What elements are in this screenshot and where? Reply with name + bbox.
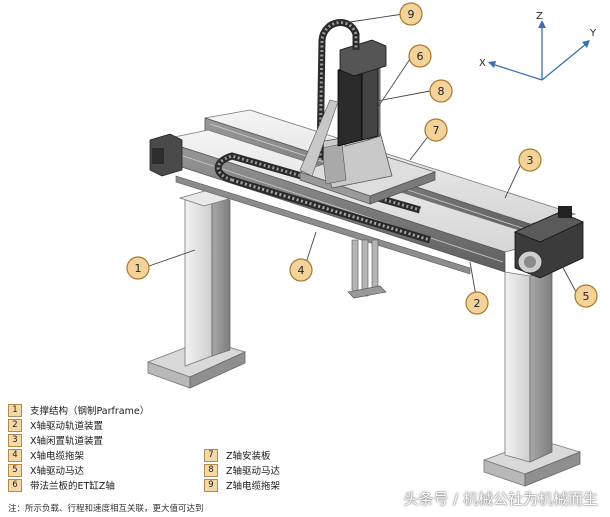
- callout-4: 4: [289, 258, 313, 282]
- svg-text:3: 3: [527, 154, 534, 167]
- axis-indicator: Z X Y: [479, 11, 597, 81]
- legend-label: 支撑结构（钢制Parframe）: [30, 406, 150, 417]
- legend-label: Z轴电缆拖架: [226, 481, 281, 492]
- svg-text:6: 6: [417, 50, 424, 63]
- leader-lines: [148, 13, 577, 297]
- svg-text:2: 2: [474, 297, 481, 310]
- svg-text:7: 7: [433, 124, 440, 137]
- callout-2: 2: [465, 291, 489, 315]
- legend-label: X轴闲置轨道装置: [30, 436, 104, 447]
- axis-label-x: X: [479, 58, 486, 69]
- footnote: 注：所示负载、行程和速度相互关联，更大值可达到: [8, 504, 204, 514]
- legend-item-1: 1 支撑结构（钢制Parframe）: [8, 403, 149, 417]
- callout-5: 5: [574, 284, 598, 308]
- axis-label-z: Z: [536, 11, 543, 22]
- legend-label: X轴驱动马达: [30, 466, 85, 477]
- svg-text:8: 8: [438, 85, 445, 98]
- svg-text:9: 9: [408, 8, 415, 21]
- left-support-post: [146, 189, 247, 389]
- legend-label: Z轴驱动马达: [226, 466, 281, 477]
- legend-label: Z轴安装板: [226, 451, 271, 462]
- legend-item-6: 6 带法兰板的ET缸Z轴: [8, 478, 115, 492]
- callout-9: 9: [399, 2, 423, 26]
- z-mounting-plate: [298, 131, 437, 205]
- legend-label: X轴电缆拖架: [30, 451, 85, 462]
- legend-item-7: 7 Z轴安装板: [204, 448, 271, 462]
- legend-item-9: 9 Z轴电缆拖架: [204, 478, 280, 492]
- callout-6: 6: [408, 44, 432, 68]
- x-drive-motor: [513, 206, 584, 279]
- axis-label-y: Y: [589, 28, 597, 39]
- callout-8: 8: [429, 79, 453, 103]
- x-cable-carrier: [214, 152, 432, 244]
- legend-item-5: 5 X轴驱动马达: [8, 463, 84, 477]
- svg-text:1: 1: [135, 262, 142, 275]
- legend-label: 带法兰板的ET缸Z轴: [30, 481, 115, 492]
- svg-text:4: 4: [298, 264, 305, 277]
- z-drive-motor: [337, 39, 387, 147]
- legend-label: X轴驱动轨道装置: [30, 421, 104, 432]
- callout-1: 1: [126, 256, 150, 280]
- legend-item-4: 4 X轴电缆拖架: [8, 448, 84, 462]
- watermark: 头条号 / 机械公社为机械而生: [403, 490, 598, 508]
- legend-item-8: 8 Z轴驱动马达: [204, 463, 280, 477]
- callout-7: 7: [424, 118, 448, 142]
- svg-text:5: 5: [583, 290, 590, 303]
- right-support-post: [482, 267, 582, 487]
- legend-item-3: 3 X轴闲置轨道装置: [8, 433, 103, 447]
- left-end-cap: [149, 133, 183, 177]
- z-cable-carrier: [299, 19, 360, 177]
- legend-item-2: 2 X轴驱动轨道装置: [8, 418, 103, 432]
- callout-3: 3: [518, 148, 542, 172]
